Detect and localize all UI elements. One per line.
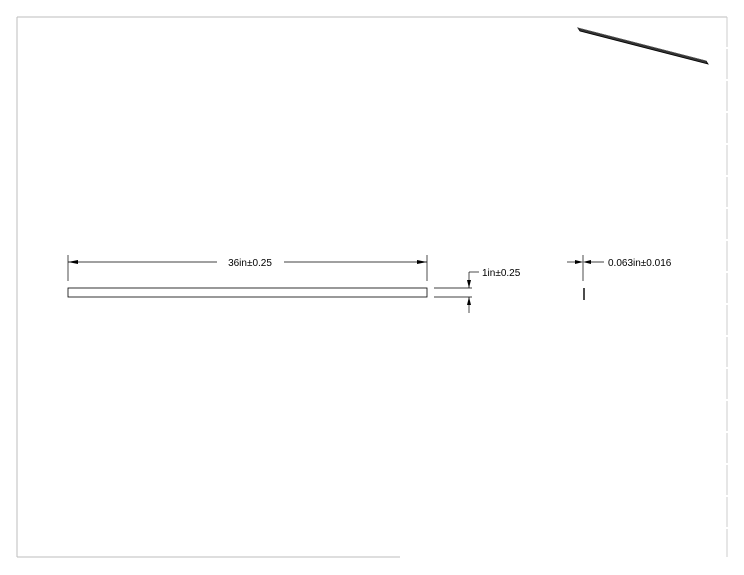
width-dimension bbox=[434, 271, 479, 313]
length-dimension bbox=[67, 255, 428, 281]
length-dimension-label: 36in±0.25 bbox=[228, 258, 272, 269]
sheet-border bbox=[16, 16, 728, 558]
thickness-dimension bbox=[567, 255, 604, 281]
isometric-view bbox=[577, 27, 709, 65]
thickness-dimension-label: 0.063in±0.016 bbox=[608, 258, 672, 269]
width-dimension-label: 1in±0.25 bbox=[482, 268, 521, 279]
front-view-strip bbox=[67, 287, 428, 298]
